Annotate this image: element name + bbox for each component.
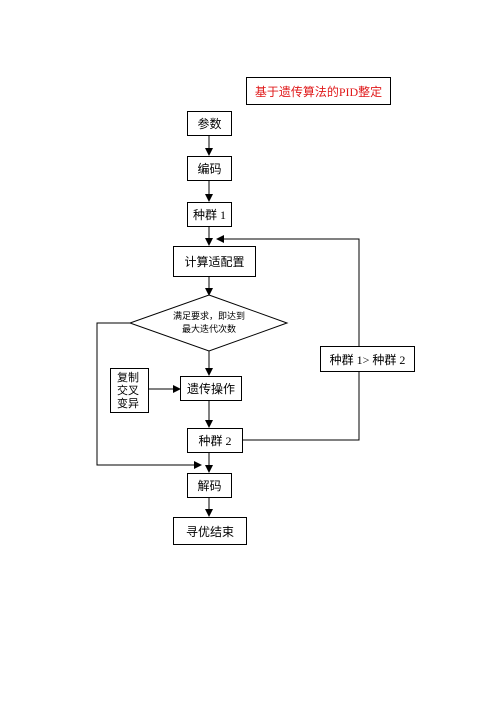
- encode-box: 编码: [187, 156, 232, 181]
- diagram-title: 基于遗传算法的PID整定: [246, 77, 391, 105]
- decision-diamond: [128, 294, 289, 352]
- decision-text: 满足要求，即达到 最大迭代次数: [160, 310, 258, 336]
- population-update-box: 种群 1> 种群 2: [320, 346, 415, 372]
- decision-line-1: 满足要求，即达到: [172, 311, 245, 321]
- op-copy: 复制: [117, 372, 139, 384]
- op-crossover: 交叉: [117, 385, 139, 397]
- genetic-ops-list: 复制 交叉 变异: [110, 368, 149, 413]
- optimization-end-box: 寻优结束: [173, 517, 247, 545]
- decode-box: 解码: [187, 473, 232, 498]
- params-box: 参数: [187, 111, 232, 136]
- population-1-box: 种群 1: [187, 202, 232, 227]
- population-2-box: 种群 2: [187, 428, 243, 453]
- exit-path-line: [96, 322, 202, 469]
- fitness-box: 计算适配置: [173, 246, 256, 277]
- feedback-loop-line: [216, 235, 360, 441]
- op-mutation: 变异: [117, 398, 139, 410]
- decision-line-2: 最大迭代次数: [181, 324, 236, 334]
- genetic-operation-box: 遗传操作: [180, 376, 242, 401]
